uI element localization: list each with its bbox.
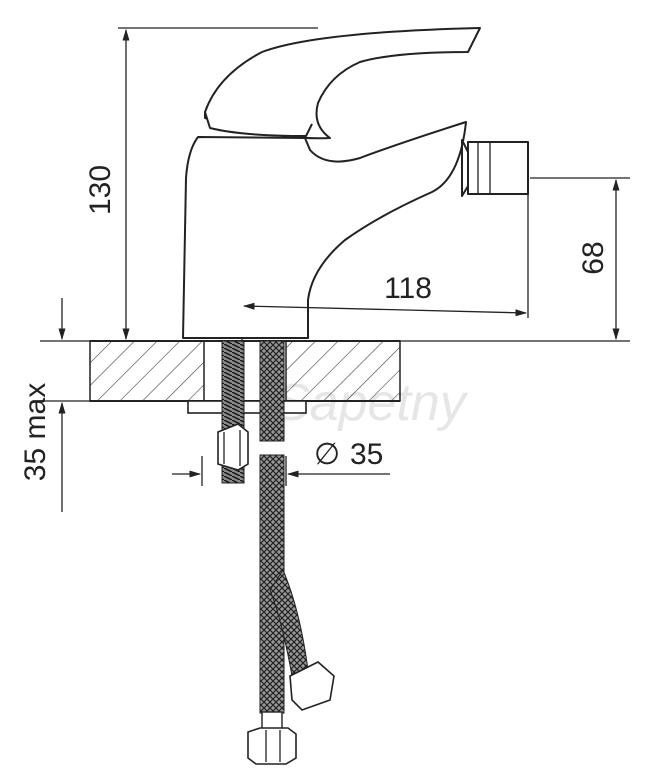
- mounting-deck: [89, 340, 401, 402]
- faucet-body: [182, 27, 529, 339]
- braided-hoses: [247, 340, 335, 765]
- spout-reach-dimension-label: 118: [384, 272, 432, 305]
- hole-diameter-dimension-label: 35: [350, 438, 383, 471]
- diameter-symbol-icon: ∅: [314, 438, 340, 471]
- spout-height-dimension-label: 68: [577, 241, 610, 274]
- deck-thickness-dimension-label: 35 max: [19, 383, 52, 481]
- dimension-lines: [58, 28, 620, 512]
- height-dimension-label: 130: [84, 165, 117, 215]
